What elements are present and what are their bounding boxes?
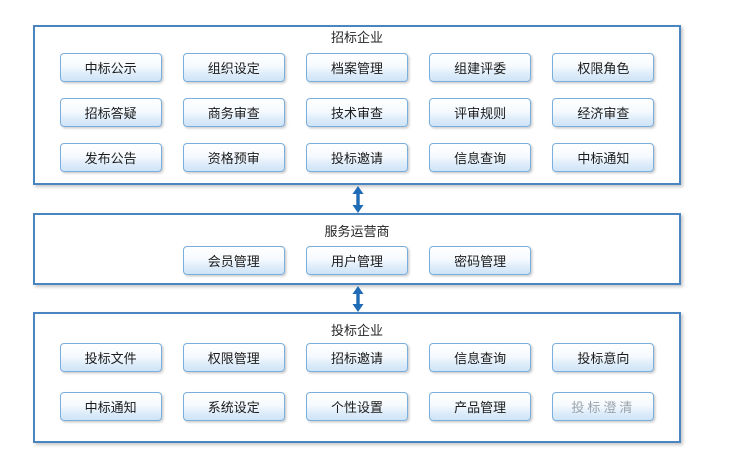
module-button[interactable]: 中标通知 [59, 392, 162, 421]
module-button[interactable]: 会员管理 [182, 246, 285, 275]
panel-bidder-enterprise: 投标企业 投标文件 权限管理 招标邀请 信息查询 投标意向 中标通知 系统设定 … [33, 312, 681, 443]
module-button[interactable]: 信息查询 [429, 343, 532, 372]
module-button[interactable]: 个性设置 [305, 392, 408, 421]
panel-service-operator: 服务运营商 会员管理 用户管理 密码管理 [33, 213, 681, 285]
button-row: 招标答疑 商务审查 技术审查 评审规则 经济审查 [35, 98, 679, 127]
module-button-disabled[interactable]: 投标澄清 [552, 392, 655, 421]
module-button[interactable]: 组织设定 [182, 53, 285, 82]
module-button[interactable]: 招标答疑 [59, 98, 162, 127]
panel-tender-enterprise: 招标企业 中标公示 组织设定 档案管理 组建评委 权限角色 招标答疑 商务审查 … [33, 25, 681, 185]
button-row: 发布公告 资格预审 投标邀请 信息查询 中标通知 [35, 143, 679, 172]
panel-title: 投标企业 [330, 323, 383, 338]
module-button[interactable]: 信息查询 [429, 143, 532, 172]
module-button[interactable]: 权限角色 [552, 53, 655, 82]
module-button[interactable]: 投标文件 [59, 343, 162, 372]
empty-cell [542, 246, 665, 275]
button-row: 会员管理 用户管理 密码管理 [35, 246, 679, 275]
double-arrow-icon [352, 186, 364, 213]
empty-cell [49, 246, 172, 275]
button-row: 中标公示 组织设定 档案管理 组建评委 权限角色 [35, 53, 679, 82]
module-button[interactable]: 招标邀请 [305, 343, 408, 372]
module-button[interactable]: 档案管理 [305, 53, 408, 82]
module-button[interactable]: 资格预审 [182, 143, 285, 172]
module-button[interactable]: 发布公告 [59, 143, 162, 172]
button-row: 投标文件 权限管理 招标邀请 信息查询 投标意向 [35, 343, 679, 372]
module-button[interactable]: 投标意向 [552, 343, 655, 372]
module-button[interactable]: 投标邀请 [305, 143, 408, 172]
module-button[interactable]: 经济审查 [552, 98, 655, 127]
panel-title: 服务运营商 [324, 224, 390, 239]
module-button[interactable]: 系统设定 [182, 392, 285, 421]
double-arrow-icon [352, 286, 364, 312]
module-button[interactable]: 中标公示 [59, 53, 162, 82]
module-button[interactable]: 评审规则 [429, 98, 532, 127]
module-button[interactable]: 技术审查 [305, 98, 408, 127]
module-button[interactable]: 密码管理 [429, 246, 532, 275]
panel-title: 招标企业 [330, 30, 383, 45]
module-button[interactable]: 组建评委 [429, 53, 532, 82]
module-button[interactable]: 产品管理 [429, 392, 532, 421]
button-row: 中标通知 系统设定 个性设置 产品管理 投标澄清 [35, 392, 679, 421]
module-button[interactable]: 中标通知 [552, 143, 655, 172]
module-button[interactable]: 权限管理 [182, 343, 285, 372]
module-button[interactable]: 商务审查 [182, 98, 285, 127]
module-button[interactable]: 用户管理 [305, 246, 408, 275]
